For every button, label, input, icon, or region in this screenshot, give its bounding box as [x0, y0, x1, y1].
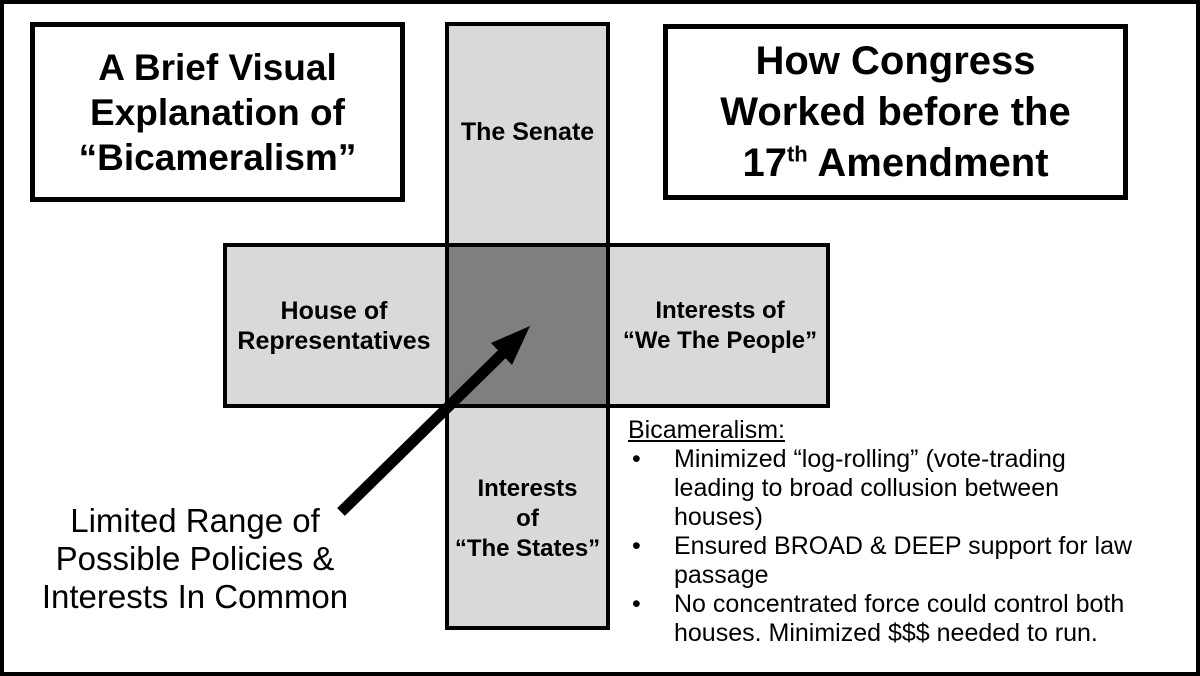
- item2-line2: passage: [674, 561, 769, 589]
- bullet-icon: •: [632, 445, 641, 473]
- senate-label: The Senate: [449, 26, 606, 239]
- title-right-line3: 17th Amendment: [742, 138, 1048, 189]
- list-item: • Minimized “log-rolling” (vote-trading …: [628, 445, 1188, 532]
- title-left-line1: A Brief Visual: [98, 46, 337, 88]
- caption-line2: Possible Policies &: [55, 540, 335, 577]
- item1-line1: Minimized “log-rolling” (vote-trading: [674, 445, 1066, 473]
- title-box-right: How Congress Worked before the 17th Amen…: [663, 24, 1128, 200]
- title-right-amendment: Amendment: [807, 140, 1049, 185]
- states-label-line2: of: [516, 505, 539, 532]
- caption-line3: Interests In Common: [41, 578, 349, 615]
- states-label: Interests of “The States”: [447, 412, 608, 626]
- title-left-line2: Explanation of: [90, 91, 345, 133]
- senate-label-text: The Senate: [460, 118, 595, 146]
- list-item: • Ensured BROAD & DEEP support for law p…: [628, 532, 1188, 590]
- bicameralism-notes-title: Bicameralism:: [628, 416, 785, 444]
- title-left-line3: “Bicameralism”: [78, 136, 357, 178]
- house-label-line1: House of: [280, 296, 388, 325]
- title-right-line2: Worked before the: [720, 89, 1071, 134]
- bicameralism-notes: Bicameralism: • Minimized “log-rolling” …: [628, 416, 1188, 648]
- people-label-line2: “We The People”: [622, 326, 818, 354]
- item1-line3: houses): [674, 503, 763, 531]
- item3-line2: houses. Minimized $$$ needed to run.: [674, 619, 1098, 647]
- house-label: House of Representatives: [227, 247, 441, 404]
- overlap-caption: Limited Range of Possible Policies & Int…: [20, 502, 370, 616]
- item3-line1: No concentrated force could control both: [674, 590, 1125, 618]
- title-box-left: A Brief Visual Explanation of “Bicameral…: [30, 22, 405, 202]
- overlap-region: [445, 243, 610, 408]
- title-right-ordinal-suffix: th: [786, 141, 808, 167]
- people-label: Interests of “We The People”: [612, 247, 828, 404]
- item2-line1: Ensured BROAD & DEEP support for law: [674, 532, 1133, 560]
- people-label-line1: Interests of: [655, 296, 785, 324]
- bullet-icon: •: [632, 590, 641, 618]
- house-label-line2: Representatives: [237, 326, 431, 355]
- states-label-line3: “The States”: [454, 535, 601, 562]
- item1-line2: leading to broad collusion between: [674, 474, 1059, 502]
- caption-line1: Limited Range of: [70, 502, 320, 539]
- list-item: • No concentrated force could control bo…: [628, 590, 1188, 648]
- bullet-icon: •: [632, 532, 641, 560]
- bicameralism-notes-list: • Minimized “log-rolling” (vote-trading …: [628, 445, 1188, 648]
- states-label-line1: Interests: [477, 475, 578, 502]
- title-right-number: 17: [742, 140, 787, 185]
- title-right-line1: How Congress: [755, 38, 1036, 83]
